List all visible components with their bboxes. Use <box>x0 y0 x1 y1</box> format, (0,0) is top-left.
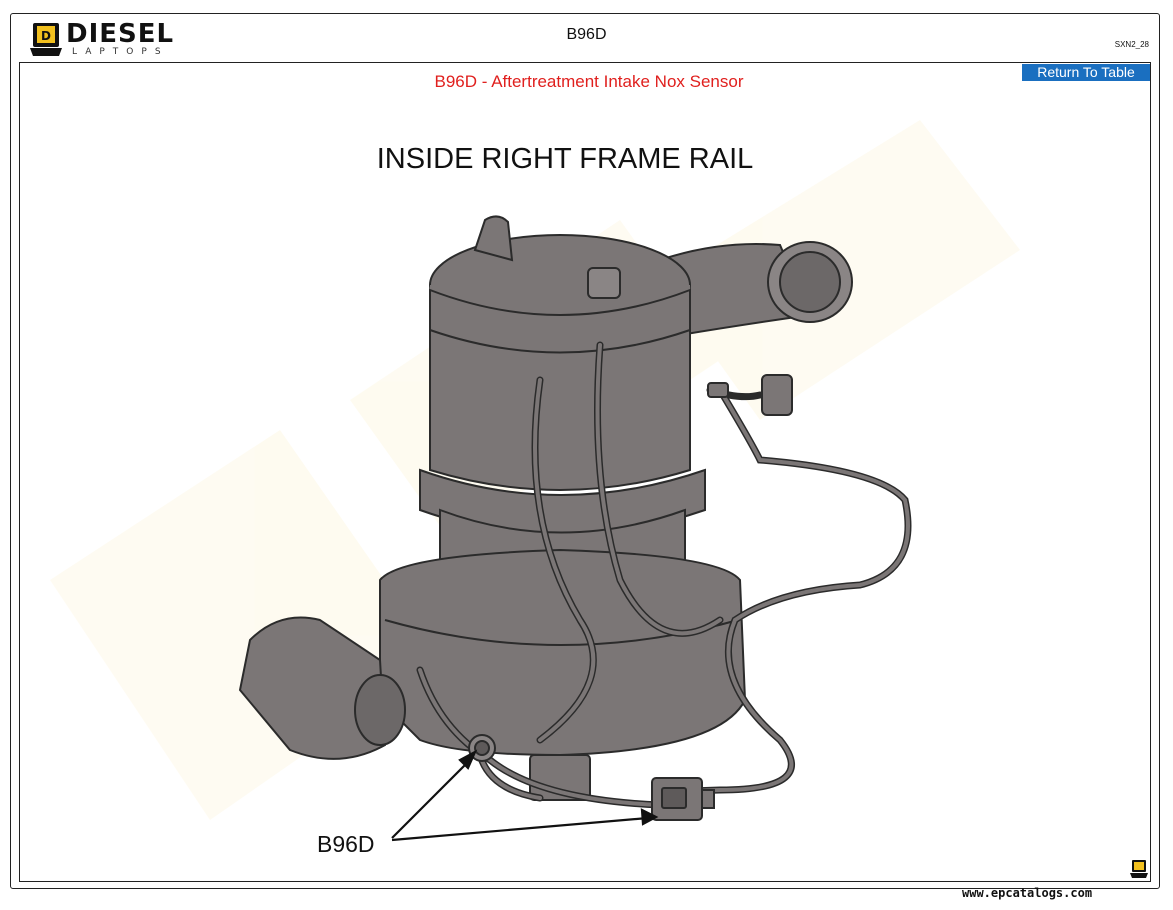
harness-connector <box>707 374 793 416</box>
location-heading: INSIDE RIGHT FRAME RAIL <box>377 143 754 175</box>
aftertreatment-assembly <box>238 215 853 801</box>
corner-logo-icon <box>1130 860 1148 878</box>
diesel-laptops-logo: D DIESEL LAPTOPS <box>28 20 178 60</box>
page-code: SXN2_28 <box>1114 40 1149 49</box>
laptop-logo-icon: D <box>30 23 62 56</box>
component-location-diagram: INSIDE RIGHT FRAME RAIL <box>50 120 1020 857</box>
logo-brand-sub: LAPTOPS <box>72 47 169 57</box>
footer-website: www.epcatalogs.com <box>962 886 1093 900</box>
outer-frame <box>10 13 1160 889</box>
logo-brand-name: DIESEL <box>66 19 175 49</box>
return-to-table-button[interactable]: Return To Table <box>1022 64 1150 81</box>
logo-badge-letter: D <box>41 29 51 43</box>
callout-arrows <box>391 749 659 842</box>
document-title: B96D - Aftertreatment Intake Nox Sensor <box>434 72 744 91</box>
nox-sensor-port <box>468 734 496 762</box>
page-header-title: B96D <box>566 26 607 43</box>
content-frame <box>19 62 1151 882</box>
nox-sensor-module <box>651 777 715 821</box>
callout-label-b96d: B96D <box>317 831 375 857</box>
